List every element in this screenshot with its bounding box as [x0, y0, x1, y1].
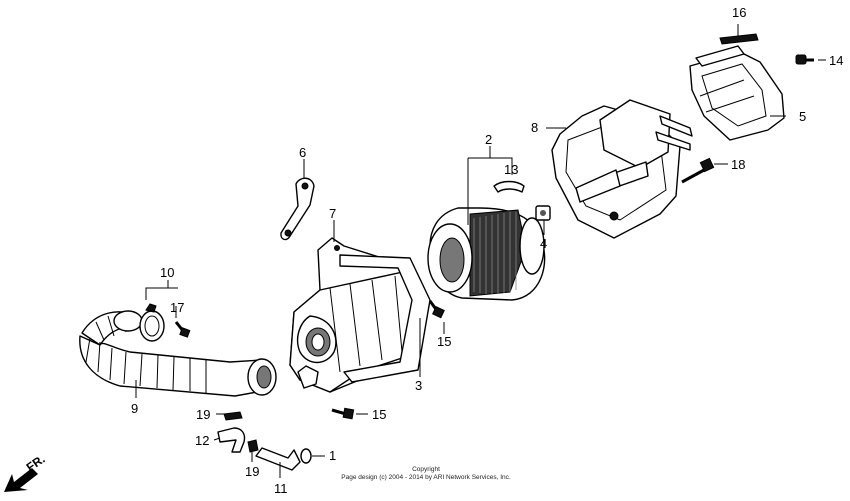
callout-5[interactable]: 5	[799, 109, 806, 124]
callout-3[interactable]: 3	[415, 378, 422, 393]
callout-15-upper[interactable]: 15	[437, 334, 451, 349]
stay-bracket-part-6[interactable]	[280, 177, 315, 241]
callout-13[interactable]: 13	[504, 162, 518, 177]
seal-part-13[interactable]	[493, 180, 525, 193]
drain-tube-part-11[interactable]	[255, 447, 301, 471]
callout-14[interactable]: 14	[829, 53, 843, 68]
callout-6[interactable]: 6	[299, 145, 306, 160]
copyright-title: Copyright	[412, 466, 440, 473]
fr-label: FR.	[24, 452, 48, 475]
clip-part-19-lower[interactable]	[247, 439, 259, 453]
intake-hose-part-9[interactable]	[79, 310, 277, 397]
callout-17[interactable]: 17	[170, 300, 184, 315]
drain-tube-part-12[interactable]	[217, 427, 246, 453]
callout-18[interactable]: 18	[731, 157, 745, 172]
copyright-footer: Copyright Page design (c) 2004 - 2014 by…	[341, 466, 511, 481]
clamp-screw-part-17[interactable]	[174, 321, 191, 338]
front-direction-marker: FR.	[4, 452, 48, 492]
copyright-notice: Page design (c) 2004 - 2014 by ARI Netwo…	[341, 474, 511, 481]
bolt-part-15-upper[interactable]	[428, 300, 445, 319]
ring-part-1[interactable]	[300, 448, 312, 464]
callout-9[interactable]: 9	[131, 401, 138, 416]
callout-11[interactable]: 11	[274, 481, 288, 496]
callout-1[interactable]: 1	[329, 448, 336, 463]
air-cleaner-case-part-7[interactable]	[289, 237, 421, 393]
callout-12[interactable]: 12	[195, 433, 209, 448]
leader-lines	[135, 24, 826, 478]
band-part-16[interactable]	[719, 33, 759, 45]
hose-clamp-part-10[interactable]	[139, 303, 165, 342]
air-cleaner-cover-part-8[interactable]	[551, 99, 693, 239]
bolt-part-18[interactable]	[681, 157, 715, 184]
intake-shroud-part-5[interactable]	[689, 45, 785, 141]
callout-4[interactable]: 4	[540, 236, 547, 251]
case-gasket-part-3[interactable]	[339, 254, 431, 383]
callout-15-lower[interactable]: 15	[372, 407, 386, 422]
callout-2[interactable]: 2	[485, 132, 492, 147]
screw-part-14[interactable]	[795, 54, 814, 65]
callout-19-lower[interactable]: 19	[245, 464, 259, 479]
callout-8[interactable]: 8	[531, 120, 538, 135]
part-callouts: 1 2 3 4 5 6 7 8 9 10 11 12 13 14 15 15 1…	[131, 5, 843, 496]
clip-part-19-upper[interactable]	[223, 411, 243, 421]
callout-16[interactable]: 16	[732, 5, 746, 20]
nut-part-4[interactable]	[535, 205, 551, 221]
arrow-down-left-icon	[4, 468, 38, 492]
bolt-part-15-lower[interactable]	[331, 407, 355, 420]
callout-19-upper[interactable]: 19	[196, 407, 210, 422]
callout-10[interactable]: 10	[160, 265, 174, 280]
callout-7[interactable]: 7	[329, 206, 336, 221]
air-filter-element-part-2[interactable]	[427, 207, 546, 301]
